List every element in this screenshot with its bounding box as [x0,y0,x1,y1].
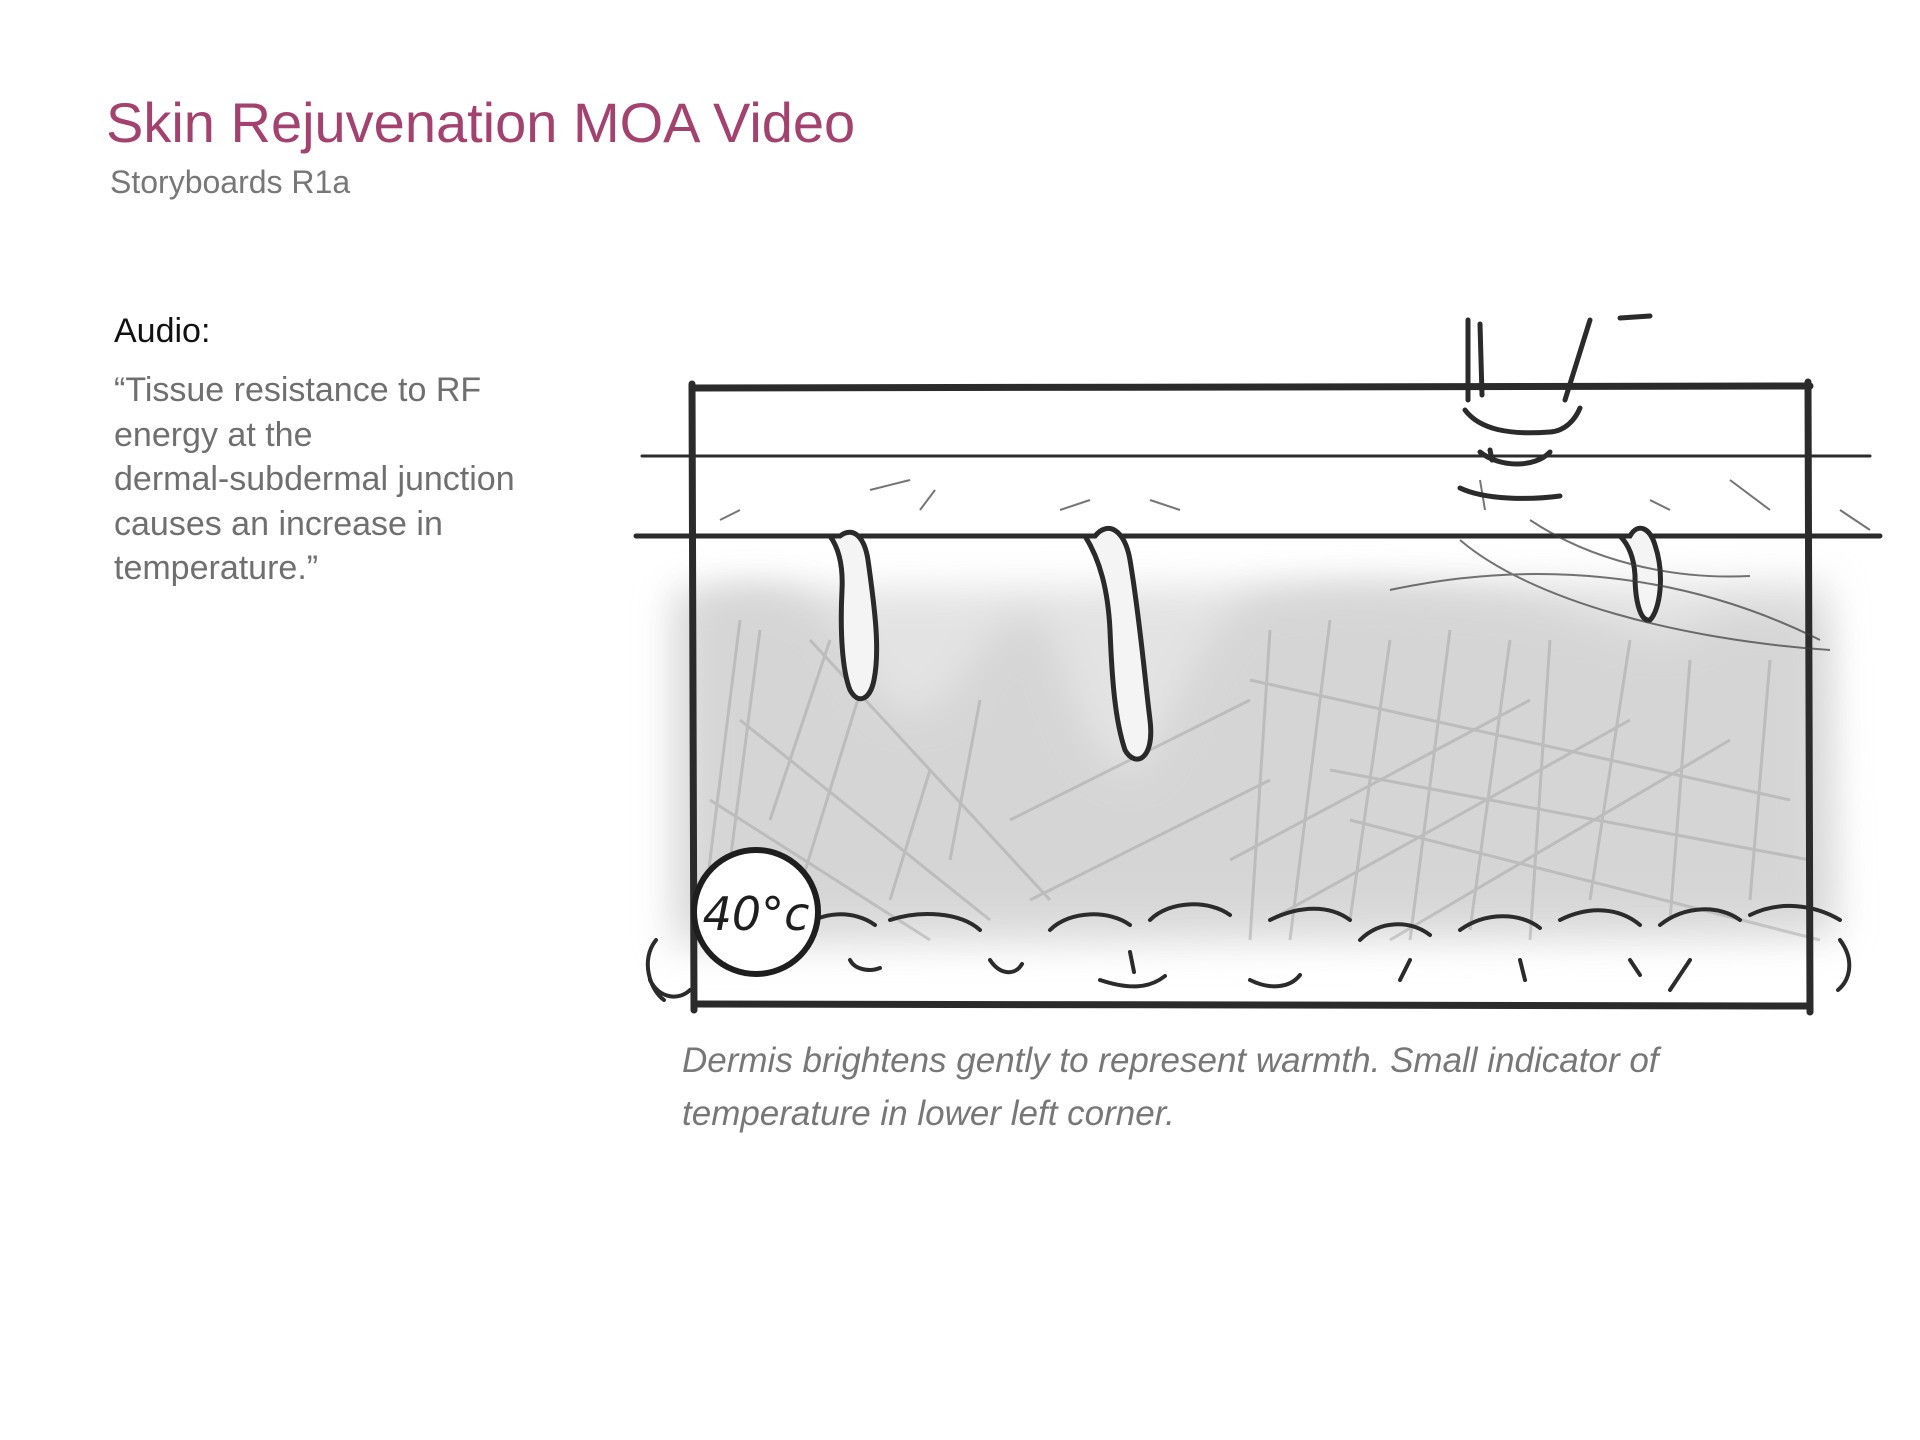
caption-line: temperature in lower left corner. [682,1094,1175,1133]
page-subtitle: Storyboards R1a [110,164,351,200]
temperature-indicator: 40°c [691,847,821,977]
caption-line: Dermis brightens gently to represent war… [682,1041,1659,1080]
audio-line: energy at the [114,415,313,454]
dermis-hatching [698,619,1821,942]
rf-probe [1457,313,1653,501]
storyboard-sketch: 40°c [633,313,1883,1016]
audio-line: “Tissue resistance to RF [114,371,482,409]
audio-label: Audio: [114,312,211,350]
audio-script: “Tissue resistance to RF energy at the d… [114,368,634,591]
audio-line: causes an increase in [114,504,443,543]
audio-line: temperature.” [114,549,319,587]
scene-caption: Dermis brightens gently to represent war… [682,1034,1659,1140]
temperature-value: 40°c [703,887,810,941]
page-title: Skin Rejuvenation MOA Video [106,91,856,154]
temperature-circle [691,847,821,977]
rete-ridges [825,525,1663,762]
audio-line: dermal-subdermal junction [114,460,515,498]
